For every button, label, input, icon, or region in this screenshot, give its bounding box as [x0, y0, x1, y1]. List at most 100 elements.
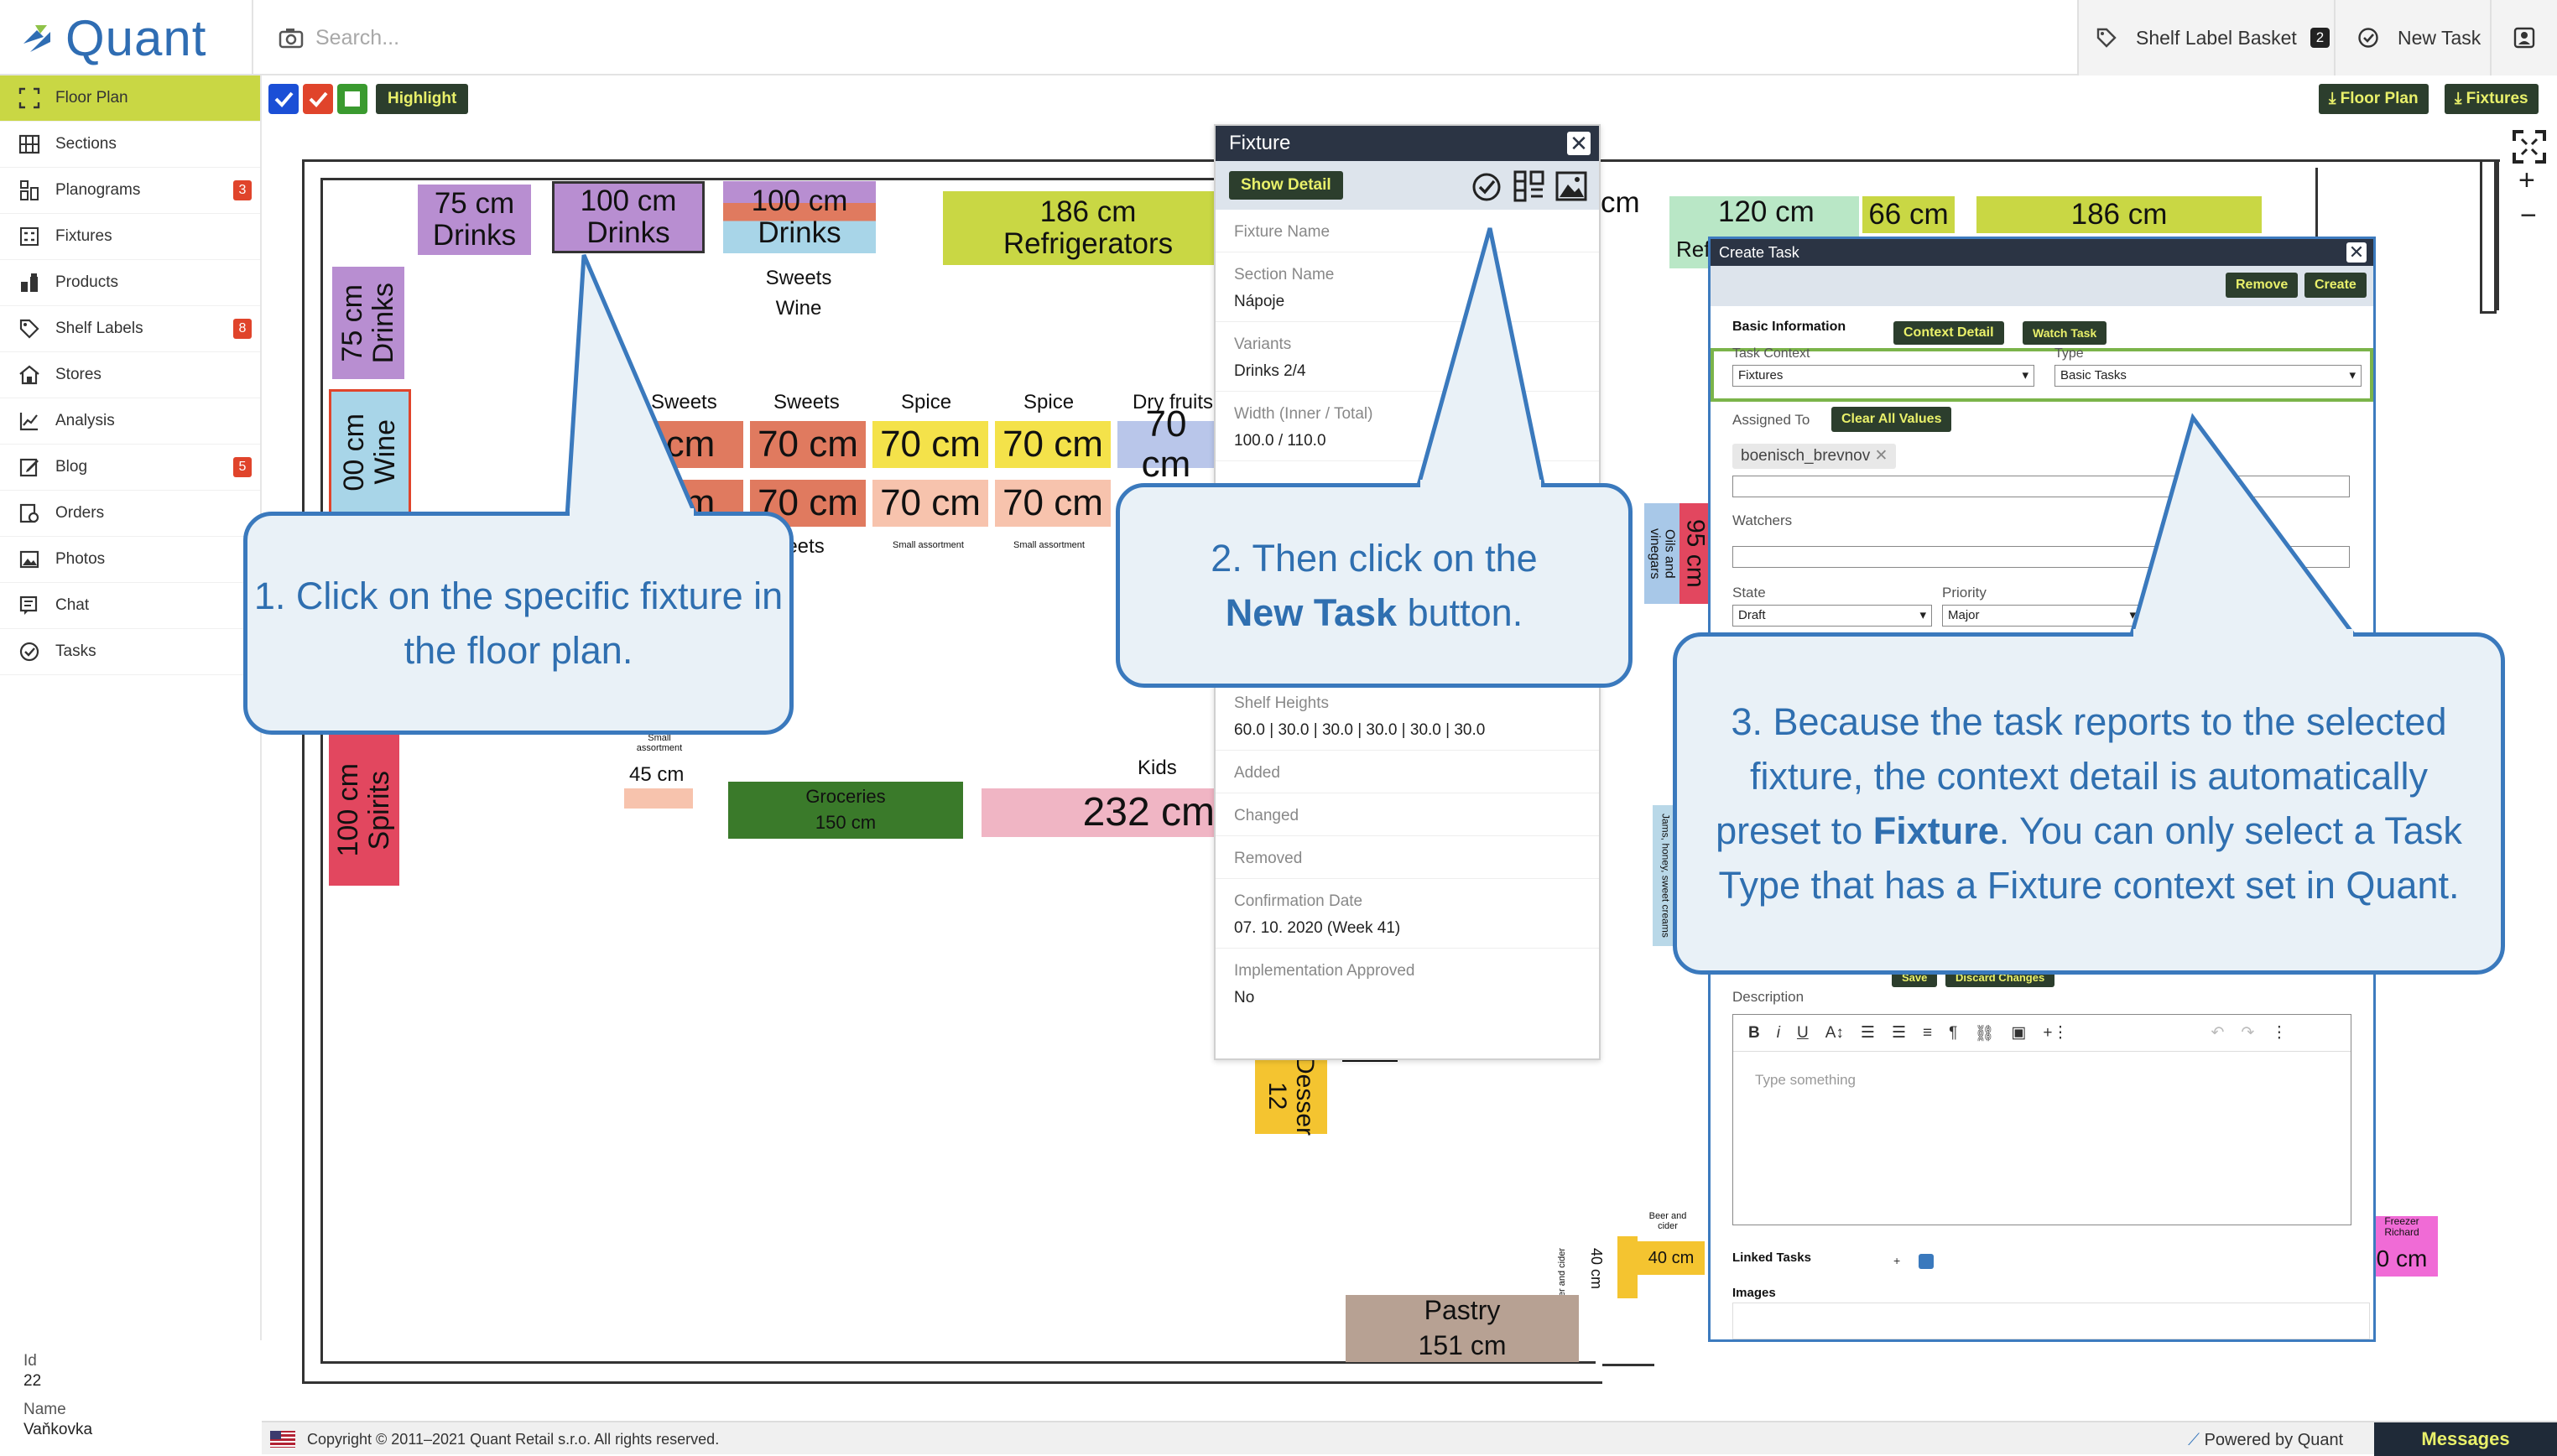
- quant-logo[interactable]: Quant: [18, 10, 245, 66]
- floor-plan-canvas[interactable]: [302, 159, 2510, 1384]
- undo-icon[interactable]: ↶: [2211, 1024, 2225, 1042]
- remove-chip-icon[interactable]: ✕: [1874, 447, 1888, 465]
- close-icon[interactable]: ✕: [2346, 242, 2367, 263]
- create-button[interactable]: Create: [2304, 273, 2367, 298]
- sidebar-item-sections[interactable]: Sections: [0, 122, 260, 168]
- more-insert-icon[interactable]: +⋮: [2043, 1024, 2069, 1042]
- zoom-in-button[interactable]: +: [2518, 164, 2535, 196]
- messages-button[interactable]: Messages: [2374, 1422, 2557, 1456]
- fixture-row1[interactable]: 70 cm: [872, 421, 988, 468]
- linked-task-toggle[interactable]: [1919, 1254, 1934, 1269]
- sidebar-item-planograms[interactable]: Planograms 3: [0, 168, 260, 214]
- search-input[interactable]: Search...: [315, 25, 400, 49]
- fixture-row2[interactable]: 70 cm: [995, 480, 1111, 527]
- close-icon[interactable]: ✕: [1567, 132, 1591, 155]
- add-linked-task-icon[interactable]: +: [1893, 1254, 1901, 1267]
- select-value: Fixtures: [1738, 368, 1784, 382]
- fixture-40[interactable]: 40 cm: [1638, 1241, 1705, 1275]
- us-flag-icon[interactable]: [270, 1431, 295, 1448]
- sidebar-item-shelf-labels[interactable]: Shelf Labels 8: [0, 306, 260, 352]
- underline-icon[interactable]: U: [1796, 1023, 1809, 1042]
- assigned-to-input[interactable]: [1732, 476, 2350, 497]
- sidebar: Floor Plan Sections Planograms 3 Fixture…: [0, 75, 262, 1454]
- link-icon[interactable]: ⛓: [1974, 1024, 1995, 1043]
- bold-icon[interactable]: B: [1748, 1023, 1760, 1042]
- sidebar-item-products[interactable]: Products: [0, 260, 260, 306]
- paragraph-icon[interactable]: ¶: [1949, 1023, 1958, 1042]
- context-detail-label: Context Detail: [1903, 325, 1994, 340]
- context-detail-button[interactable]: Context Detail: [1893, 321, 2004, 345]
- watchers-input[interactable]: [1732, 546, 2350, 568]
- download-fixtures-button[interactable]: ⤓ Fixtures: [2445, 84, 2539, 114]
- state-select[interactable]: Draft▾: [1732, 605, 1932, 627]
- more-icon[interactable]: ⋮: [2271, 1024, 2288, 1042]
- clear-all-values-button[interactable]: Clear All Values: [1831, 407, 1952, 432]
- fixture-kids-232[interactable]: 232 cm: [982, 788, 1215, 837]
- fit-screen-icon[interactable]: [2512, 129, 2547, 164]
- camera-icon[interactable]: [279, 27, 304, 49]
- search-bar[interactable]: Search...: [252, 0, 1091, 75]
- fixture-row1[interactable]: 70 cm: [1117, 403, 1215, 485]
- check-circle-icon[interactable]: [1471, 171, 1502, 203]
- sidebar-item-blog[interactable]: Blog 5: [0, 445, 260, 491]
- watch-task-button[interactable]: Watch Task: [2023, 321, 2107, 345]
- sidebar-item-photos[interactable]: Photos: [0, 537, 260, 583]
- green-filter-checkbox[interactable]: [337, 84, 367, 114]
- remove-button[interactable]: Remove: [2226, 273, 2299, 298]
- field-label: Removed: [1234, 850, 1303, 867]
- fixture-40-vertical[interactable]: [1617, 1236, 1638, 1298]
- fixture-row1[interactable]: 70 cm: [750, 421, 866, 468]
- task-context-select[interactable]: Fixtures▾: [1732, 365, 2034, 387]
- sidebar-item-floor-plan[interactable]: Floor Plan: [0, 75, 260, 122]
- font-size-icon[interactable]: A↕: [1825, 1023, 1844, 1042]
- sidebar-item-stores[interactable]: Stores: [0, 352, 260, 398]
- sidebar-item-tasks[interactable]: Tasks: [0, 629, 260, 675]
- images-dropzone[interactable]: [1732, 1303, 2370, 1339]
- fixture-label: 12: [1263, 1082, 1291, 1110]
- sidebar-item-orders[interactable]: Orders: [0, 491, 260, 537]
- check-circle-icon: [19, 642, 39, 662]
- fixture-45[interactable]: [624, 788, 693, 809]
- red-filter-checkbox[interactable]: [303, 84, 333, 114]
- list-icon[interactable]: ≡: [1922, 1023, 1933, 1042]
- type-select[interactable]: Basic Tasks▾: [2054, 365, 2362, 387]
- user-profile-button[interactable]: [2490, 0, 2557, 75]
- zoom-out-button[interactable]: −: [2520, 200, 2537, 231]
- editor-placeholder[interactable]: Type something: [1755, 1072, 1857, 1088]
- select-all-checkbox[interactable]: [268, 84, 299, 114]
- align-center-icon[interactable]: ☰: [1891, 1024, 1906, 1042]
- assignee-chip[interactable]: boenisch_brevnov ✕: [1732, 444, 1897, 469]
- fixture-oils[interactable]: Oils and vinegars: [1644, 503, 1679, 604]
- fixture-row2[interactable]: 70 cm: [872, 480, 988, 527]
- priority-select[interactable]: Major▾: [1942, 605, 2142, 627]
- image-icon[interactable]: [1555, 169, 1588, 203]
- sidebar-item-fixtures[interactable]: Fixtures: [0, 214, 260, 260]
- show-detail-button[interactable]: Show Detail: [1229, 171, 1343, 200]
- planogram-icon[interactable]: [1513, 169, 1546, 203]
- fixture-95[interactable]: 95 cm: [1679, 503, 1711, 604]
- fixture-row1[interactable]: 70 cm: [995, 421, 1111, 468]
- highlight-button[interactable]: Highlight: [376, 84, 469, 114]
- redo-icon[interactable]: ↷: [2241, 1024, 2255, 1042]
- image-insert-icon[interactable]: ▣: [2011, 1024, 2027, 1042]
- fixture-66[interactable]: 66 cm: [1862, 196, 1955, 233]
- sidebar-item-label: Shelf Labels: [55, 320, 143, 337]
- new-task-button[interactable]: New Task: [2334, 0, 2490, 75]
- sidebar-item-analysis[interactable]: Analysis: [0, 398, 260, 445]
- italic-icon[interactable]: i: [1776, 1023, 1780, 1042]
- download-floor-plan-button[interactable]: ⤓ Floor Plan: [2319, 84, 2429, 114]
- align-left-icon[interactable]: ☰: [1860, 1024, 1875, 1042]
- fixture-186b[interactable]: 186 cm: [1976, 196, 2262, 233]
